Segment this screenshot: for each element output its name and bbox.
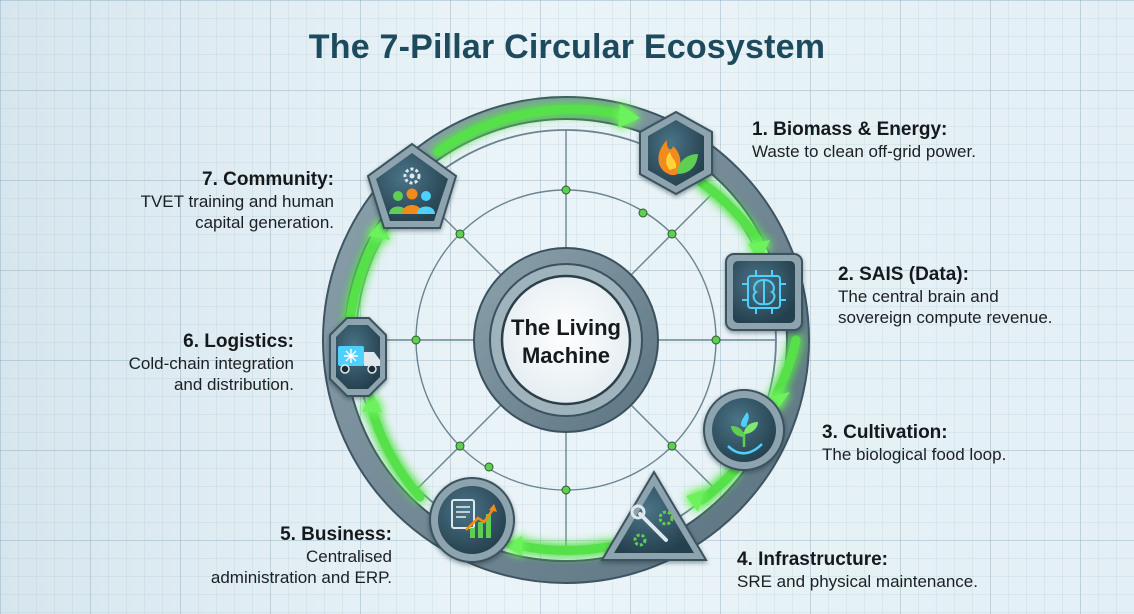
flow-arrow-3-to-4 — [697, 465, 740, 505]
center-hub-line-2: Machine — [522, 343, 610, 368]
pillar-label-6: 6. Logistics: Cold-chain integration and… — [129, 330, 294, 395]
pillar-label-4: 4. Infrastructure: SRE and physical main… — [737, 548, 978, 592]
flow-arrow-1-to-2 — [697, 178, 763, 245]
pillar-node-1[interactable] — [639, 110, 713, 196]
center-hub-line-1: The Living — [511, 315, 621, 340]
pillar-node-2[interactable] — [725, 253, 803, 331]
pillar-node-3[interactable] — [703, 389, 785, 471]
pillar-node-5[interactable] — [429, 477, 515, 563]
pillar-node-6[interactable] — [329, 317, 387, 397]
brain-chip-icon — [742, 270, 786, 314]
pillar-description-6: Cold-chain integration and distribution. — [128, 354, 294, 394]
pillar-description-2: The central brain and sovereign compute … — [838, 287, 1053, 327]
pillar-heading-3: 3. Cultivation: — [822, 422, 948, 443]
flow-arrows — [345, 104, 801, 555]
center-hub — [500, 274, 632, 406]
pillar-label-3: 3. Cultivation: The biological food loop… — [822, 421, 1006, 465]
pillar-label-2: 2. SAIS (Data): The central brain and so… — [838, 263, 1053, 328]
flow-arrow-4-to-5 — [517, 541, 617, 555]
flow-arrow-2-to-3 — [771, 335, 801, 400]
growth-chart-icon — [451, 499, 497, 538]
pillar-label-5: 5. Business: Centralised administration … — [211, 523, 392, 588]
pillar-description-3: The biological food loop. — [822, 445, 1007, 464]
flame-leaf-icon — [658, 140, 698, 175]
refrigerated-truck-icon — [338, 346, 380, 374]
pillar-description-1: Waste to clean off-grid power. — [752, 142, 976, 161]
flow-arrow-5-to-6 — [367, 405, 425, 502]
pillar-heading-2: 2. SAIS (Data): — [838, 264, 969, 285]
flow-arrowheads — [362, 104, 790, 556]
pillar-label-7: 7. Community: TVET training and human ca… — [141, 168, 334, 233]
pillar-heading-4: 4. Infrastructure: — [737, 549, 888, 570]
pillar-node-7[interactable] — [366, 142, 458, 229]
pillar-label-1: 1. Biomass & Energy: Waste to clean off-… — [752, 118, 976, 162]
pillar-heading-5: 5. Business: — [280, 524, 392, 545]
pillar-heading-1: 1. Biomass & Energy: — [752, 119, 948, 140]
people-gear-icon — [389, 167, 435, 214]
water-sprout-icon — [727, 412, 763, 455]
pillar-heading-6: 6. Logistics: — [183, 331, 294, 352]
page-title: The 7-Pillar Circular Ecosystem — [308, 28, 826, 66]
spoke-junction-dots — [411, 185, 721, 495]
flow-arrow-7-to-1 — [433, 104, 623, 157]
pillar-node-4[interactable] — [600, 470, 708, 561]
flow-arrow-6-to-7 — [345, 231, 383, 325]
pillar-description-7: TVET training and human capital generati… — [140, 192, 334, 232]
pillar-heading-7: 7. Community: — [202, 169, 334, 190]
pillar-description-5: Centralised administration and ERP. — [210, 547, 392, 587]
wrench-gear-icon — [630, 504, 674, 547]
pillar-description-4: SRE and physical maintenance. — [737, 572, 978, 591]
